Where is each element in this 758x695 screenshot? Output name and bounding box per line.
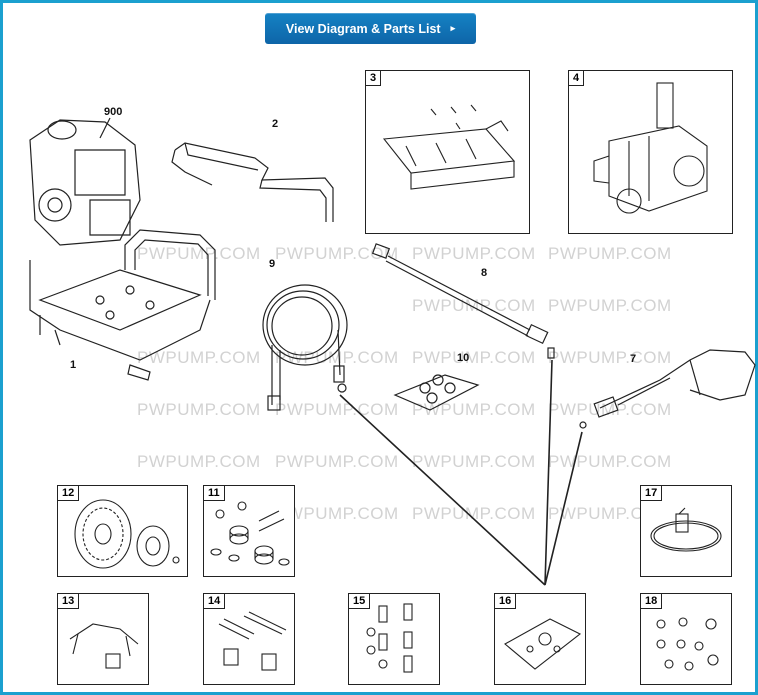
part-box-17[interactable]: 17 — [640, 485, 732, 577]
panel-drawing — [382, 104, 516, 190]
watermark: PWPUMP.COM — [275, 400, 399, 419]
watermark: PWPUMP.COM — [412, 452, 536, 471]
watermark: PWPUMP.COM — [137, 400, 261, 419]
part-box-14[interactable]: 14 — [203, 593, 295, 685]
part-box-13[interactable]: 13 — [57, 593, 149, 685]
watermark: PWPUMP.COM — [548, 296, 672, 315]
watermark: PWPUMP.COM — [137, 348, 261, 367]
wheel-drawing — [74, 499, 180, 569]
watermark: PWPUMP.COM — [137, 244, 261, 263]
part-number: 17 — [640, 485, 663, 501]
seal-kit-drawing — [650, 507, 722, 552]
watermark: PWPUMP.COM — [548, 244, 672, 263]
lance-drawing — [371, 243, 555, 359]
play-arrow-icon: ▸ — [450, 23, 456, 33]
nuts-drawing — [656, 617, 719, 671]
watermark: PWPUMP.COM — [412, 348, 536, 367]
engine-drawing — [29, 117, 141, 246]
pump-drawing — [593, 82, 708, 214]
callout-gun: 7 — [630, 353, 637, 365]
part-box-15[interactable]: 15 — [348, 593, 440, 685]
watermark: PWPUMP.COM — [275, 452, 399, 471]
watermark: PWPUMP.COM — [137, 452, 261, 471]
part-number: 13 — [57, 593, 80, 609]
part-box-12[interactable]: 12 — [57, 485, 188, 577]
fittings-drawing — [366, 603, 413, 673]
watermark: PWPUMP.COM — [275, 504, 399, 523]
callout-frame: 1 — [70, 359, 77, 371]
part-box-16[interactable]: 16 — [494, 593, 586, 685]
button-label: View Diagram & Parts List — [285, 21, 441, 36]
bolts-drawing — [210, 501, 290, 566]
watermark: PWPUMP.COM — [412, 400, 536, 419]
part-box-11[interactable]: 11 — [203, 485, 295, 577]
watermark: PWPUMP.COM — [548, 348, 672, 367]
callout-handle: 2 — [272, 118, 279, 130]
part-number: 18 — [640, 593, 663, 609]
callout-nozzles: 10 — [457, 352, 470, 364]
watermark: PWPUMP.COM — [412, 504, 536, 523]
part-box-4[interactable]: 4 — [568, 70, 733, 234]
watermark: PWPUMP.COM — [275, 244, 399, 263]
part-number: 15 — [348, 593, 371, 609]
part-box-18[interactable]: 18 — [640, 593, 732, 685]
part-box-3[interactable]: 3 — [365, 70, 530, 234]
watermark: PWPUMP.COM — [275, 348, 399, 367]
part-number: 3 — [365, 70, 382, 86]
view-diagram-parts-list-button[interactable]: View Diagram & Parts List ▸ — [265, 13, 476, 44]
hose-drawing — [262, 284, 348, 411]
watermark: PWPUMP.COM — [548, 400, 672, 419]
nozzles-drawing — [393, 374, 480, 411]
brackets-drawing — [69, 623, 139, 669]
part-number: 4 — [568, 70, 585, 86]
handle-drawing — [171, 142, 334, 222]
watermark: PWPUMP.COM — [412, 296, 536, 315]
callout-lance: 8 — [481, 267, 488, 279]
callout-hose: 9 — [269, 258, 276, 270]
gun-drawing — [579, 349, 756, 429]
watermark: PWPUMP.COM — [412, 244, 536, 263]
hardware-drawing — [218, 611, 287, 671]
frame-drawing — [29, 229, 216, 381]
callout-engine: 900 — [104, 106, 123, 118]
part-number: 11 — [203, 485, 225, 501]
watermark: PWPUMP.COM — [548, 452, 672, 471]
bag-drawing — [504, 618, 582, 670]
part-number: 16 — [494, 593, 517, 609]
part-number: 14 — [203, 593, 226, 609]
part-number: 12 — [57, 485, 80, 501]
